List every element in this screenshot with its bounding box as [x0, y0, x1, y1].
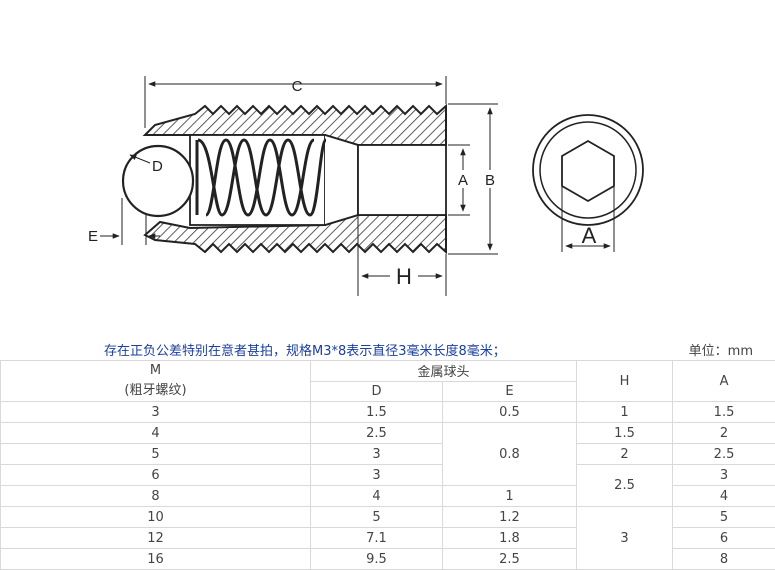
cell-a: 8 [672, 548, 775, 570]
end-view-outer-circle [532, 114, 644, 226]
cell-m: 5 [0, 443, 311, 465]
header-h: H [576, 360, 674, 402]
cell-d: 3 [310, 443, 443, 465]
cell-m: 3 [0, 401, 311, 423]
cell-a: 2.5 [672, 443, 775, 465]
unit-label: 单位：mm [688, 344, 753, 359]
cell-e: 0.8 [441, 422, 578, 486]
spec-table: M (粗牙螺纹) 金属球头 H A D E 3 1.5 0.5 1 1.5 4 … [0, 360, 775, 570]
cell-h: 1 [576, 401, 674, 423]
spec-note: 存在正负公差特别在意者甚拍，规格M3*8表示直径3毫米长度8毫米； [104, 344, 506, 359]
cell-a: 6 [672, 527, 775, 549]
metal-ball [121, 144, 195, 218]
ball-plunger-drawing: C D E A B H A [88, 76, 644, 296]
end-view-inner-circle [539, 121, 637, 219]
cell-a: 5 [672, 506, 775, 528]
cell-m: 10 [0, 506, 311, 528]
upper-thread-wall [142, 103, 447, 146]
cell-a: 1.5 [672, 401, 775, 423]
dim-c-label: C [292, 78, 303, 95]
dim-h-label: H [396, 264, 412, 289]
dim-e-label: E [88, 228, 98, 245]
lower-thread-wall [143, 214, 447, 255]
socket-cavity [357, 144, 447, 216]
cell-a: 2 [672, 422, 775, 444]
cell-m: 6 [0, 464, 311, 486]
cell-a: 3 [672, 464, 775, 486]
header-ball: 金属球头 [309, 360, 578, 382]
table-row: 10 5 1.2 3 5 [0, 506, 775, 570]
cell-e: 0.5 [441, 401, 578, 423]
spring [197, 138, 328, 217]
cell-h: 2.5 [576, 464, 674, 507]
cell-e: 1.8 [441, 527, 578, 549]
end-view: A [532, 114, 644, 252]
hex-socket-end-view [561, 139, 615, 203]
dim-b-label: B [485, 172, 495, 189]
cell-h: 2 [576, 443, 674, 465]
cell-m: 8 [0, 485, 311, 507]
cell-m: 16 [0, 548, 311, 570]
table-row: 12 7.1 1.8 6 [0, 527, 775, 549]
cell-d: 3 [310, 464, 443, 486]
table-subheader-row: D E [1, 380, 775, 402]
table-row: 6 3 2.5 3 [0, 464, 775, 507]
table-header-row: M (粗牙螺纹) 金属球头 H A [0, 360, 775, 402]
cell-d: 2.5 [310, 422, 443, 444]
dim-a-end-label: A [582, 223, 597, 248]
cell-d: 9.5 [310, 548, 443, 570]
header-m: M (粗牙螺纹) [0, 360, 311, 402]
cell-e: 2.5 [441, 548, 578, 570]
table-row: 5 3 2 2.5 [0, 443, 775, 465]
header-d: D [310, 380, 443, 402]
cell-m: 4 [0, 422, 311, 444]
header-e: E [441, 380, 578, 402]
cell-d: 7.1 [310, 527, 443, 549]
cell-d: 5 [310, 506, 443, 528]
hex-socket [324, 134, 359, 226]
note-row: 存在正负公差特别在意者甚拍，规格M3*8表示直径3毫米长度8毫米； 单位：mm [0, 339, 775, 361]
cell-d: 1.5 [310, 401, 443, 423]
header-a: A [672, 360, 775, 402]
cell-a: 4 [672, 485, 775, 507]
dim-a-side-label: A [458, 172, 468, 189]
cell-h: 1.5 [576, 422, 674, 444]
dim-d-leader [129, 154, 151, 164]
table-row: 3 1.5 0.5 1 1.5 [0, 401, 775, 423]
header-m-line1: M [149, 363, 162, 378]
cell-e: 1.2 [441, 506, 578, 528]
cell-d: 4 [310, 485, 443, 507]
table-row: 4 2.5 0.8 1.5 2 [0, 422, 775, 486]
table-row: 16 9.5 2.5 8 [0, 548, 775, 570]
dim-d-label: D [152, 158, 163, 175]
cell-h: 3 [576, 506, 674, 570]
header-m-line2: (粗牙螺纹) [124, 383, 187, 398]
cell-m: 12 [0, 527, 311, 549]
cell-e: 1 [441, 485, 578, 507]
